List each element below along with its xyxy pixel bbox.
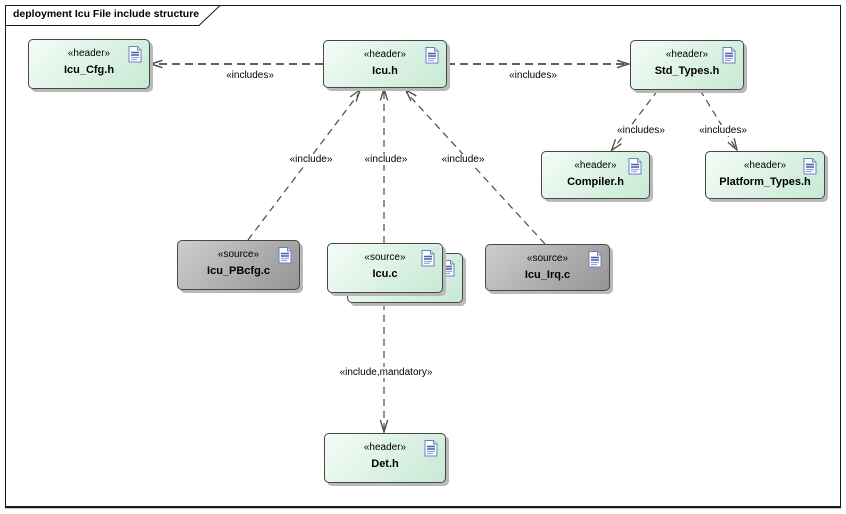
node-name: Det.h (371, 458, 399, 470)
document-icon (424, 440, 438, 457)
node-name: Std_Types.h (654, 65, 720, 77)
document-icon (628, 158, 642, 175)
node-stereotype: «header» (665, 49, 709, 60)
node-name: Icu.h (372, 65, 398, 77)
document-icon (588, 251, 602, 268)
document-icon (722, 47, 736, 64)
edge-label-includes: «includes» (697, 125, 749, 136)
document-icon (803, 158, 817, 175)
document-icon (441, 260, 455, 277)
node-name: Platform_Types.h (719, 176, 811, 188)
frame-border (5, 5, 841, 507)
node-name: Icu_Cfg.h (63, 64, 115, 76)
edge-icuc-to-det[interactable] (379, 303, 389, 435)
edge-label-includes: «includes» (507, 70, 559, 81)
node-stereotype: «header» (67, 48, 111, 59)
node-stereotype: «header» (743, 160, 787, 171)
edge-label-includes: «includes» (615, 125, 667, 136)
edge-icuirq-to-icu[interactable] (404, 88, 546, 245)
node-icu-irq-c[interactable]: «source» Icu_Irq.c (485, 244, 610, 291)
edge-label-includes: «includes» (224, 70, 276, 81)
node-platform-types-h[interactable]: «header» Platform_Types.h (705, 151, 825, 199)
node-icu-pbcfg-c[interactable]: «source» Icu_PBcfg.c (177, 240, 300, 290)
document-icon (421, 250, 435, 267)
edge-stdtypes-to-compiler[interactable] (610, 89, 659, 153)
node-stereotype: «source» (526, 253, 569, 264)
edge-icuc-to-icu[interactable] (379, 86, 389, 243)
diagram-title: deployment Icu File include structure (13, 8, 200, 20)
document-icon (425, 47, 439, 64)
node-stereotype: «header» (363, 49, 407, 60)
document-icon (128, 46, 142, 63)
node-icu-h[interactable]: «header» Icu.h (323, 40, 447, 88)
edge-icu-to-icucfg[interactable] (148, 59, 323, 69)
edge-icupbcfg-to-icu[interactable] (247, 88, 362, 241)
node-icu-c[interactable]: «source» Icu.c (327, 243, 443, 293)
node-det-h[interactable]: «header» Det.h (324, 433, 446, 483)
node-name: Icu_PBcfg.c (207, 265, 270, 277)
node-name: Icu.c (372, 268, 398, 280)
document-icon (278, 247, 292, 264)
diagram-title-tab (5, 5, 222, 26)
edge-label-include-mandatory: «include,mandatory» (337, 367, 435, 378)
node-name: Compiler.h (567, 176, 624, 188)
node-stereotype: «header» (363, 442, 407, 453)
edge-label-include: «include» (439, 154, 487, 165)
edge-label-include: «include» (362, 154, 410, 165)
edge-label-include: «include» (287, 154, 335, 165)
node-compiler-h[interactable]: «header» Compiler.h (541, 151, 650, 199)
node-stereotype: «source» (364, 252, 406, 263)
node-icu-cfg-h[interactable]: «header» Icu_Cfg.h (28, 39, 150, 89)
node-stereotype: «header» (574, 160, 617, 171)
node-std-types-h[interactable]: «header» Std_Types.h (630, 40, 744, 90)
node-name: Icu_Irq.c (524, 269, 571, 281)
edge-icu-to-stdtypes[interactable] (447, 59, 631, 69)
node-stereotype: «source» (217, 249, 260, 260)
edge-stdtypes-to-platformtypes[interactable] (699, 89, 739, 152)
